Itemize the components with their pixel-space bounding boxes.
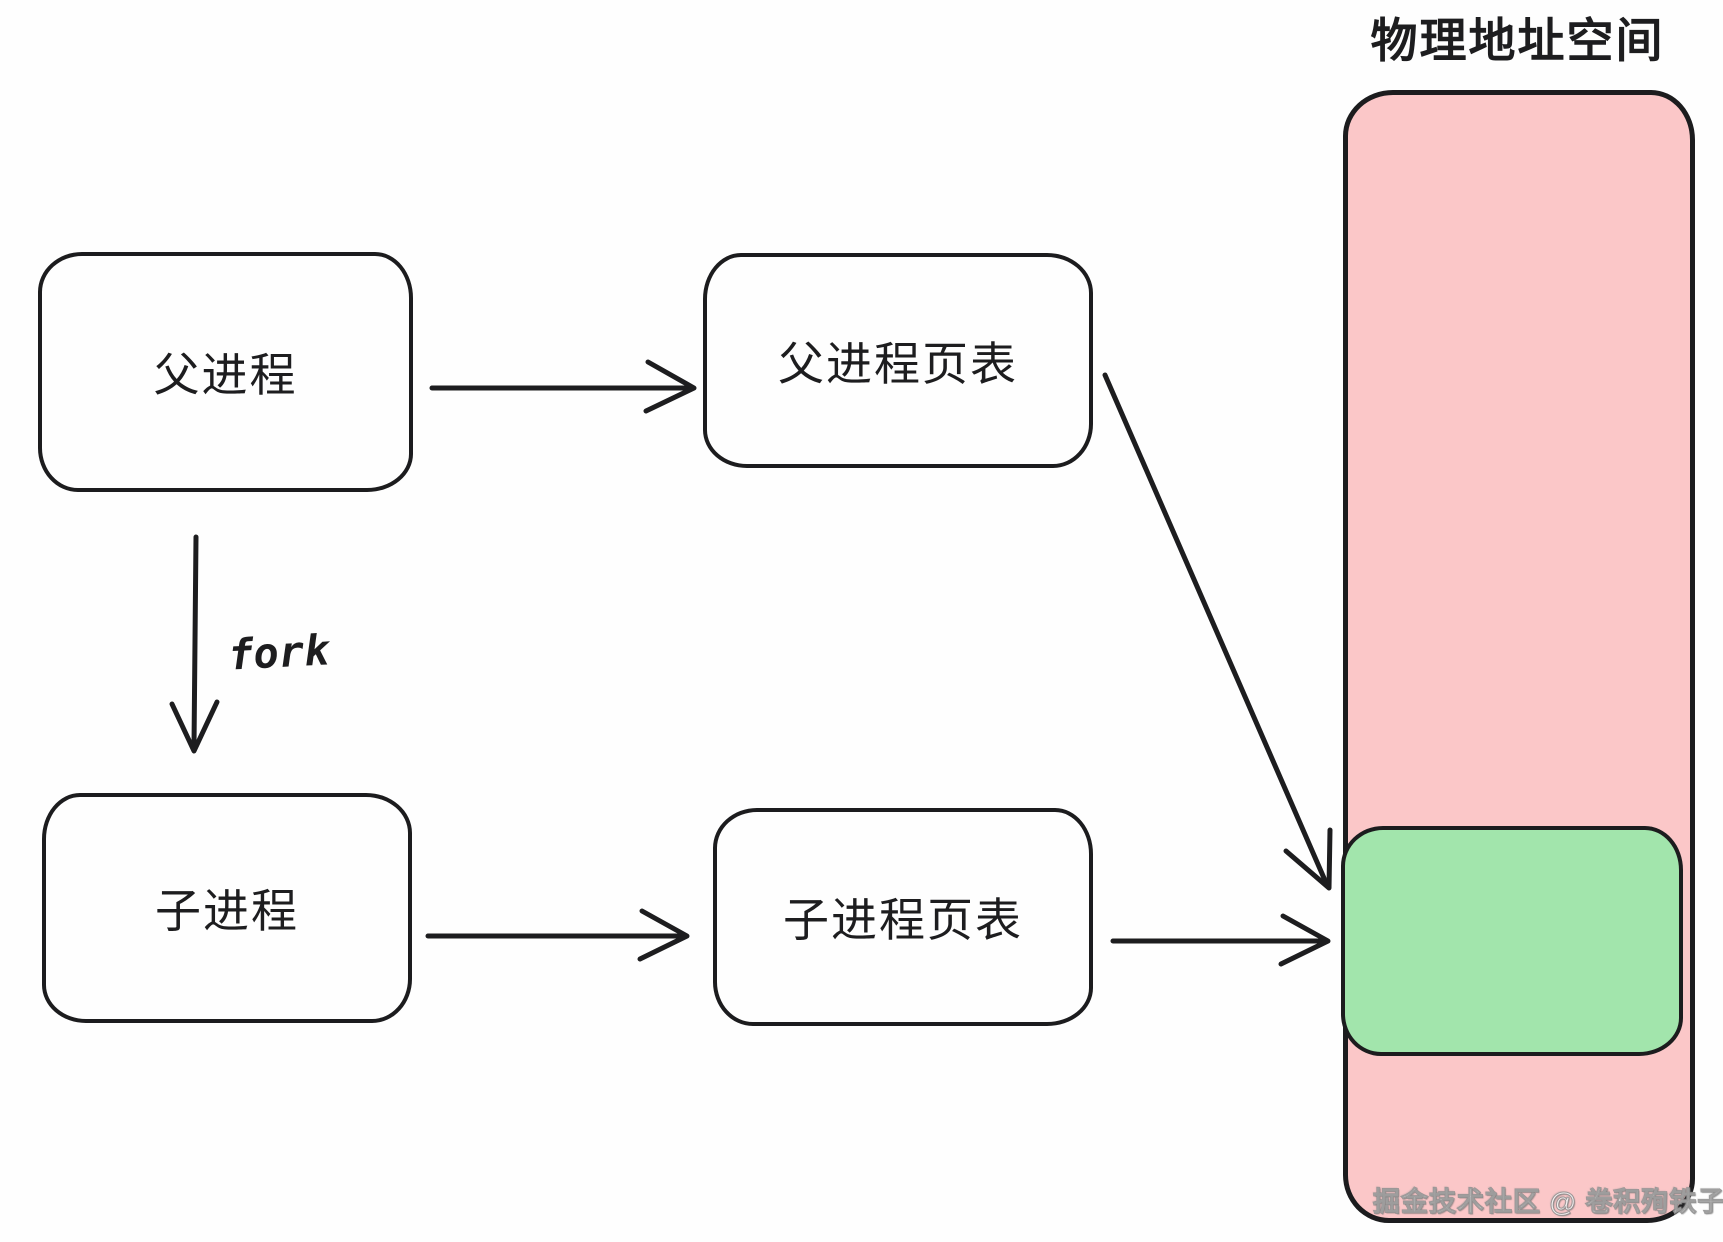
arrow-child-page-table-to-shared-page — [1110, 913, 1331, 967]
child-process-label: 子进程 — [155, 885, 299, 937]
shared-physical-page-block — [1341, 826, 1683, 1056]
parent-page-table-box: 父进程页表 — [703, 253, 1093, 468]
arrow-parent-to-parent-page-table — [429, 359, 697, 414]
arrow-fork-parent-to-child — [169, 534, 220, 754]
child-page-table-box: 子进程页表 — [713, 808, 1093, 1026]
arrow-parent-page-table-to-shared-page — [1102, 372, 1333, 891]
child-page-table-label: 子进程页表 — [783, 894, 1023, 946]
fork-edge-label: fork — [226, 625, 331, 680]
parent-process-box: 父进程 — [38, 252, 413, 492]
watermark-text: 掘金技术社区 @ 卷积殉铁子 — [1372, 1187, 1723, 1218]
arrow-child-to-child-page-table — [425, 908, 690, 962]
parent-page-table-label: 父进程页表 — [778, 337, 1018, 390]
physical-address-space-title: 物理地址空间 — [1370, 14, 1665, 67]
parent-process-label: 父进程 — [153, 349, 298, 401]
child-process-box: 子进程 — [42, 793, 412, 1023]
